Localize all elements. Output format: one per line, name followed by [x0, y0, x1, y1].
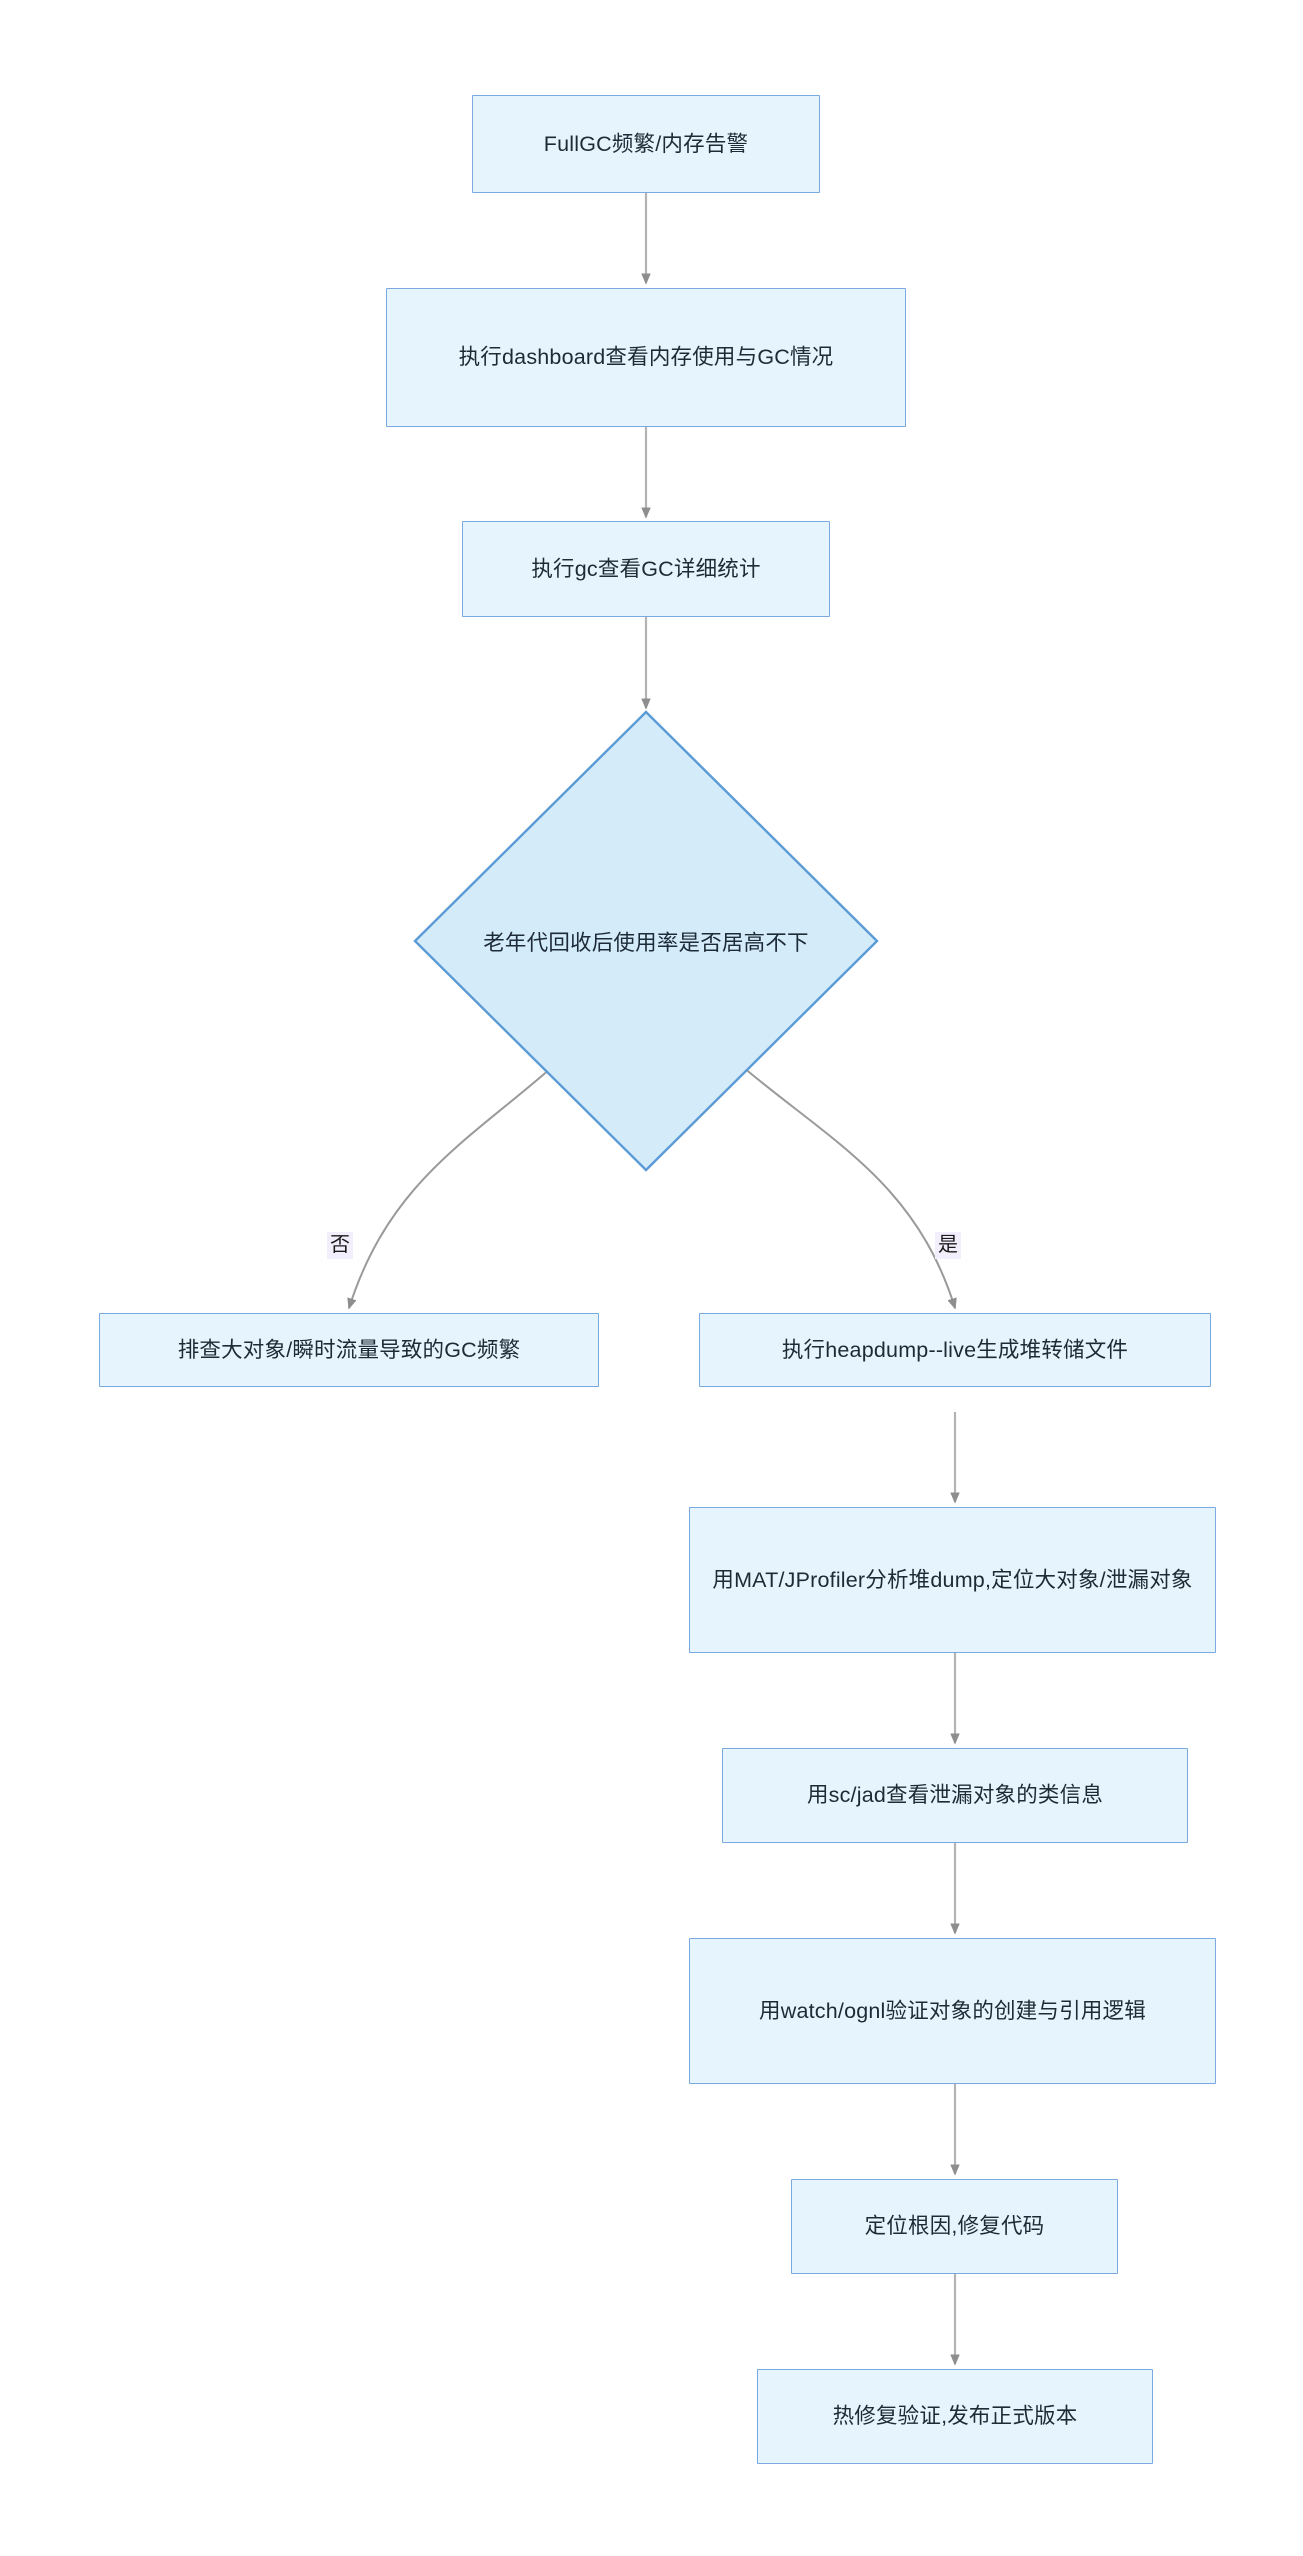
node-hotfix-release-label: 热修复验证,发布正式版本	[832, 2404, 1078, 2429]
edge-label-no: 否	[327, 1232, 353, 1259]
node-locate-root-cause[interactable]: 定位根因,修复代码	[791, 2179, 1118, 2274]
node-inspect-class-info[interactable]: 用sc/jad查看泄漏对象的类信息	[722, 1748, 1188, 1843]
node-run-gc[interactable]: 执行gc查看GC详细统计	[462, 521, 830, 617]
node-verify-object-refs-label: 用watch/ognl验证对象的创建与引用逻辑	[759, 1998, 1146, 2023]
node-decision-oldgen-usage[interactable]: 老年代回收后使用率是否居高不下	[413, 710, 879, 1172]
node-inspect-class-info-label: 用sc/jad查看泄漏对象的类信息	[806, 1783, 1104, 1808]
node-heapdump-live[interactable]: 执行heapdump--live生成堆转储文件	[699, 1313, 1211, 1387]
node-verify-object-refs[interactable]: 用watch/ognl验证对象的创建与引用逻辑	[689, 1938, 1216, 2084]
node-heapdump-live-label: 执行heapdump--live生成堆转储文件	[781, 1337, 1129, 1362]
node-run-dashboard[interactable]: 执行dashboard查看内存使用与GC情况	[386, 288, 906, 427]
node-fullgc-alert[interactable]: FullGC频繁/内存告警	[472, 95, 820, 193]
diamond-shape	[413, 710, 879, 1172]
edge-label-yes: 是	[935, 1232, 961, 1259]
node-investigate-large-object-label: 排查大对象/瞬时流量导致的GC频繁	[177, 1337, 521, 1362]
node-run-gc-label: 执行gc查看GC详细统计	[531, 556, 761, 581]
edge-label-no-text: 否	[330, 1234, 350, 1256]
node-investigate-large-object[interactable]: 排查大对象/瞬时流量导致的GC频繁	[99, 1313, 599, 1387]
node-decision-oldgen-usage-label: 老年代回收后使用率是否居高不下	[483, 930, 809, 955]
node-hotfix-release[interactable]: 热修复验证,发布正式版本	[757, 2369, 1153, 2464]
node-analyze-heapdump-label: 用MAT/JProfiler分析堆dump,定位大对象/泄漏对象	[712, 1567, 1193, 1592]
node-run-dashboard-label: 执行dashboard查看内存使用与GC情况	[458, 345, 834, 370]
node-analyze-heapdump[interactable]: 用MAT/JProfiler分析堆dump,定位大对象/泄漏对象	[689, 1507, 1216, 1653]
node-fullgc-alert-label: FullGC频繁/内存告警	[543, 131, 749, 156]
edge-label-yes-text: 是	[938, 1234, 958, 1256]
node-locate-root-cause-label: 定位根因,修复代码	[864, 2214, 1045, 2239]
